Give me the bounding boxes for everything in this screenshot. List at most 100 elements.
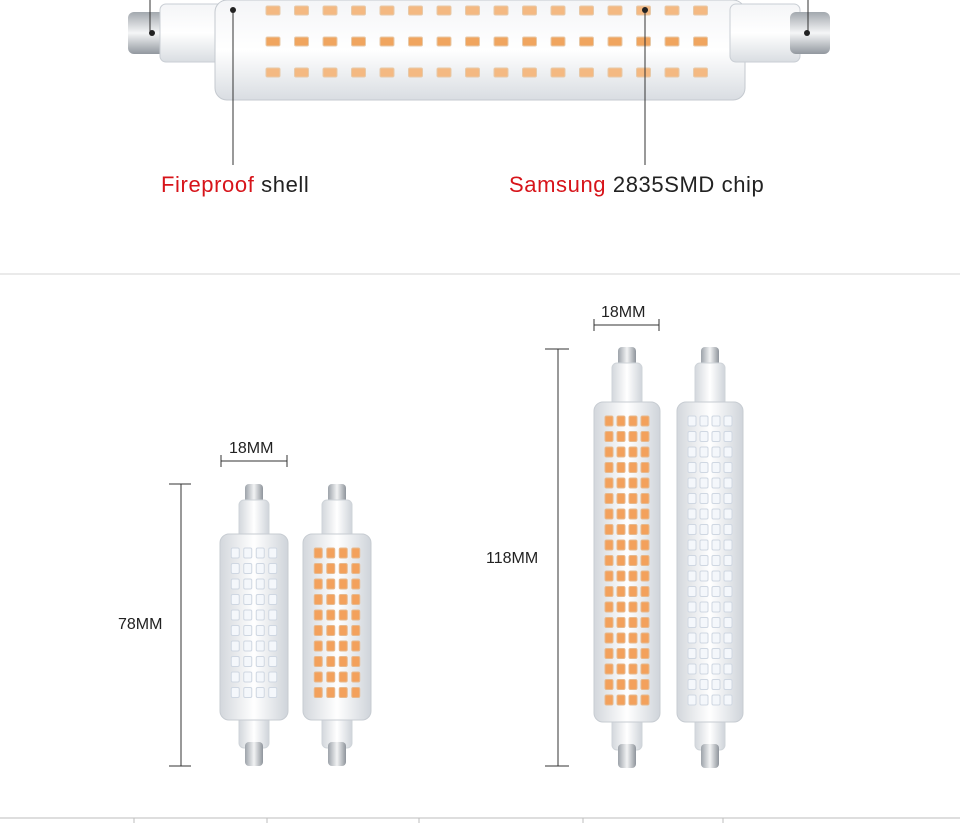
label-highlight: Samsung [509,172,607,197]
led-chip [268,640,278,652]
led-chip [628,586,638,597]
led-chip [687,524,697,535]
led-chip [711,694,721,706]
led-chip [628,601,638,613]
led-chip [604,586,614,597]
led-chip [379,36,395,47]
led-chip [268,687,278,698]
led-chip [351,671,361,683]
small-width-label: 18MM [229,440,274,457]
led-chip [699,415,709,427]
led-chip [640,570,650,582]
led-chip [326,687,336,698]
led-chip [379,67,395,78]
led-chip [268,547,278,559]
led-chip [255,625,265,636]
led-chip [711,632,721,644]
led-chip [640,617,650,628]
led-chip [616,431,626,442]
led-chip [628,477,638,489]
led-chip [699,431,709,442]
led-chip [640,555,650,566]
led-chip [711,493,721,504]
led-chip [243,640,253,652]
led-chip [326,625,336,636]
led-chip [616,539,626,551]
led-chip [687,663,697,675]
led-chip [265,67,281,78]
led-chip [351,609,361,621]
led-chip [711,648,721,659]
led-chip [604,415,614,427]
led-chip [640,415,650,427]
led-chip [326,656,336,667]
led-chip [687,570,697,582]
led-chip [693,36,708,47]
dimension-lines-small [169,455,288,767]
led-chip [604,493,614,504]
led-chip [243,563,253,574]
led-chip [699,586,709,597]
led-chip [699,648,709,659]
led-chip [351,656,361,667]
led-chip [640,679,650,690]
led-chip [268,609,278,621]
led-chip [351,67,366,78]
metal-cap [701,744,719,768]
led-chip [628,570,638,582]
label-highlight: Fireproof [161,172,255,197]
led-chip [711,508,721,520]
led-chip [628,632,638,644]
led-chip [465,67,480,78]
led-chip [640,586,650,597]
led-chip [628,617,638,628]
led-chip [351,547,361,559]
led-chip [711,539,721,551]
led-chip [723,617,733,628]
led-chip [628,539,638,551]
led-chip [616,663,626,675]
led-chip [723,555,733,566]
led-chip [711,555,721,566]
led-chip [616,632,626,644]
led-chip [265,5,281,16]
led-chip [687,446,697,458]
led-chip [723,679,733,690]
led-chip [628,648,638,659]
led-chip [607,67,623,78]
led-chip [255,594,265,605]
led-chip [313,578,323,590]
led-chip [607,5,623,16]
callout-lines [149,0,809,165]
led-chip [230,547,240,559]
led-chip [723,462,733,473]
led-chip [255,671,265,683]
led-chip [711,477,721,489]
led-chip [338,578,348,590]
led-chip [338,563,348,574]
led-chip [628,694,638,706]
led-chip [493,36,509,47]
led-chip [699,663,709,675]
led-chip [699,462,709,473]
led-chip [616,648,626,659]
led-chip [711,524,721,535]
led-chip [640,446,650,458]
bulb [302,484,372,766]
led-chip [723,648,733,659]
led-chip [628,431,638,442]
led-chip [628,446,638,458]
led-chip [436,36,452,47]
led-chip [711,601,721,613]
led-chip [616,415,626,427]
led-chip [604,694,614,706]
led-chip [687,601,697,613]
led-chip [604,462,614,473]
label-rest: 2835SMD chip [606,172,765,197]
led-chip [230,563,240,574]
led-chip [604,601,614,613]
label-rest: shell [254,172,310,197]
led-chip [711,462,721,473]
led-chip [604,617,614,628]
led-chip [351,36,366,47]
